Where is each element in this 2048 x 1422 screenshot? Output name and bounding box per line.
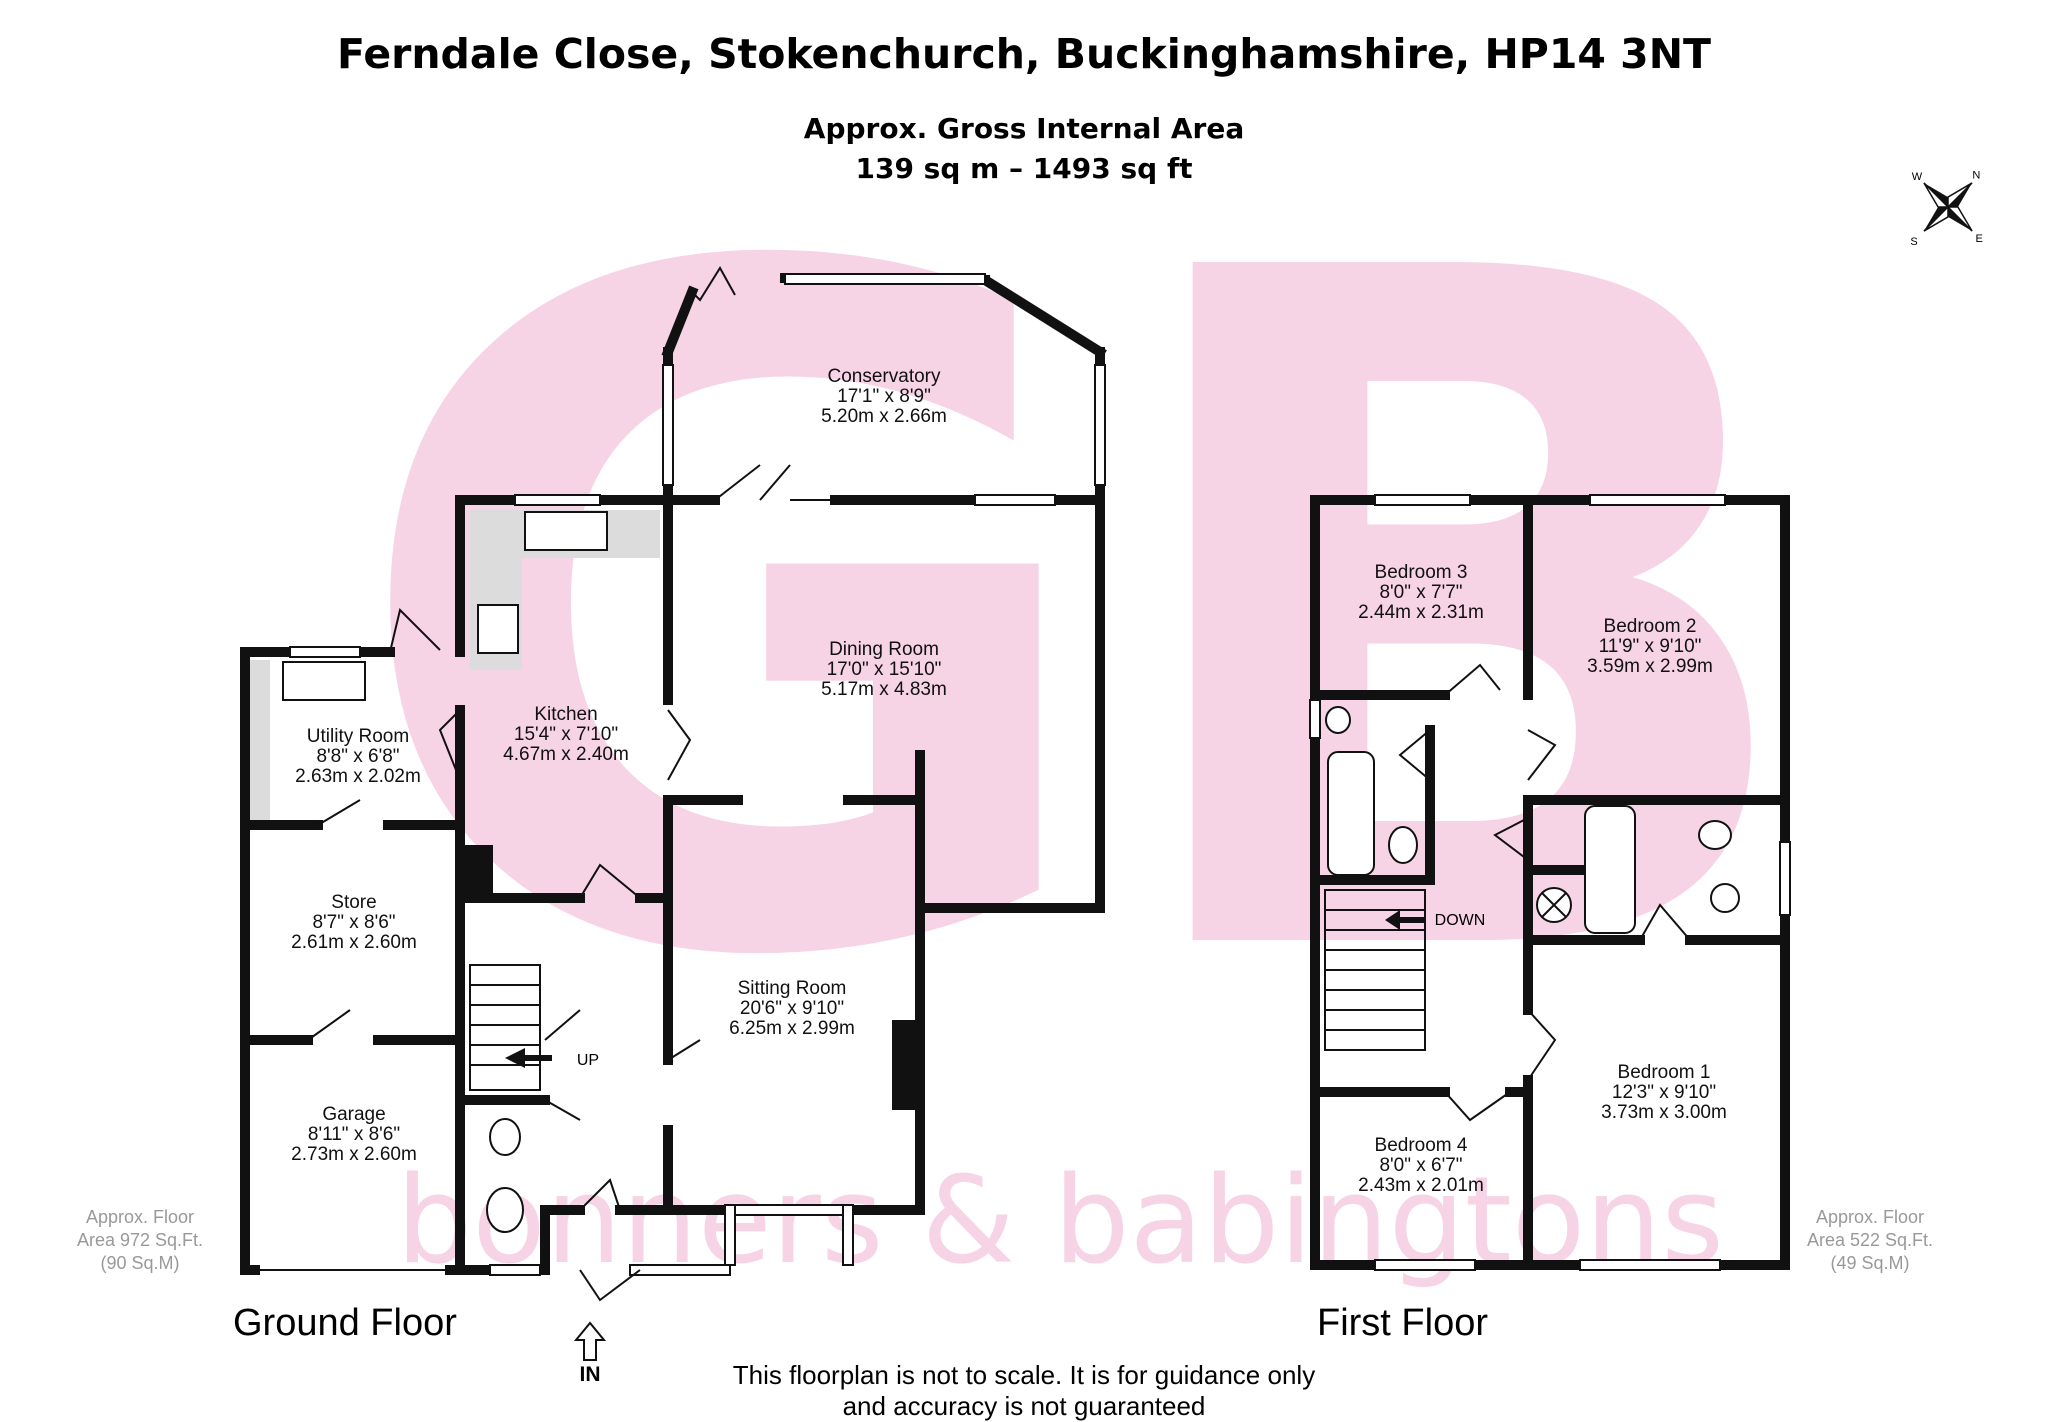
svg-text:17'0" x 15'10": 17'0" x 15'10" xyxy=(827,659,942,680)
svg-text:Bedroom 4: Bedroom 4 xyxy=(1375,1135,1468,1156)
svg-text:8'0" x 6'7": 8'0" x 6'7" xyxy=(1379,1155,1462,1176)
hob-icon xyxy=(477,604,519,654)
ground-floor-plan: Conservatory 17'1" x 8'9" 5.20m x 2.66m … xyxy=(240,266,1107,1386)
svg-text:Kitchen: Kitchen xyxy=(534,704,597,725)
svg-text:8'0" x 7'7": 8'0" x 7'7" xyxy=(1379,582,1462,603)
svg-text:3.59m x 2.99m: 3.59m x 2.99m xyxy=(1587,656,1713,677)
svg-text:2.63m x 2.02m: 2.63m x 2.02m xyxy=(295,766,421,787)
room-bedroom2: Bedroom 2 11'9" x 9'10" 3.59m x 2.99m xyxy=(1587,616,1713,677)
ensuite-toilet-icon xyxy=(1698,820,1732,850)
first-floor-label: First Floor xyxy=(1317,1302,1488,1344)
wc-basin-icon xyxy=(489,1118,521,1156)
gross-area-value: 139 sq m – 1493 sq ft xyxy=(855,152,1193,185)
disclaimer-line-1: This floorplan is not to scale. It is fo… xyxy=(732,1360,1316,1390)
svg-text:Dining Room: Dining Room xyxy=(829,639,939,660)
basin-icon xyxy=(1325,706,1351,734)
kitchen-sink-icon xyxy=(524,511,608,551)
room-utility: Utility Room 8'8" x 6'8" 2.63m x 2.02m xyxy=(295,726,421,787)
entrance-arrow-icon xyxy=(573,1321,607,1361)
first-floor-area-note: Approx. Floor Area 522 Sq.Ft. (49 Sq.M) xyxy=(1806,1207,1934,1273)
gross-area-label: Approx. Gross Internal Area xyxy=(803,112,1245,145)
svg-text:5.20m x 2.66m: 5.20m x 2.66m xyxy=(821,406,947,427)
svg-text:Bedroom 2: Bedroom 2 xyxy=(1604,616,1697,637)
toilet-icon xyxy=(1388,826,1418,864)
compass-w: W xyxy=(1912,171,1923,183)
page-title: Ferndale Close, Stokenchurch, Buckingham… xyxy=(337,30,1711,78)
room-bedroom3: Bedroom 3 8'0" x 7'7" 2.44m x 2.31m xyxy=(1358,562,1484,623)
svg-text:2.43m x 2.01m: 2.43m x 2.01m xyxy=(1358,1175,1484,1196)
compass-rose-icon: N S E W xyxy=(1910,170,1982,248)
svg-text:8'8" x 6'8": 8'8" x 6'8" xyxy=(316,746,399,767)
stair-up-arrow-icon xyxy=(505,1048,525,1068)
watermark: GB bonners & babingtons xyxy=(344,78,1816,1291)
svg-text:2.44m x 2.31m: 2.44m x 2.31m xyxy=(1358,602,1484,623)
room-store: Store 8'7" x 8'6" 2.61m x 2.60m xyxy=(291,892,417,953)
ensuite-bathtub-icon xyxy=(1584,805,1636,934)
room-sitting: Sitting Room 20'6" x 9'10" 6.25m x 2.99m xyxy=(729,978,855,1039)
compass-e: E xyxy=(1975,233,1982,245)
svg-text:Conservatory: Conservatory xyxy=(828,366,941,387)
svg-text:3.73m x 3.00m: 3.73m x 3.00m xyxy=(1601,1102,1727,1123)
wc-toilet-icon xyxy=(486,1187,524,1233)
svg-text:Sitting Room: Sitting Room xyxy=(738,978,847,999)
compass-n: N xyxy=(1972,170,1980,182)
first-floor-plan: Bedroom 3 8'0" x 7'7" 2.44m x 2.31m Bedr… xyxy=(1309,494,1791,1271)
svg-text:2.61m x 2.60m: 2.61m x 2.60m xyxy=(291,932,417,953)
compass-s: S xyxy=(1910,236,1917,248)
room-kitchen: Kitchen 15'4" x 7'10" 4.67m x 2.40m xyxy=(503,704,629,765)
svg-text:Utility Room: Utility Room xyxy=(307,726,409,747)
svg-text:Store: Store xyxy=(331,892,376,913)
room-garage: Garage 8'11" x 8'6" 2.73m x 2.60m xyxy=(291,1104,417,1165)
ensuite-basin-icon xyxy=(1710,883,1740,913)
svg-text:Bedroom 3: Bedroom 3 xyxy=(1375,562,1468,583)
watermark-monogram: GB xyxy=(344,78,1816,1160)
svg-text:15'4" x 7'10": 15'4" x 7'10" xyxy=(514,724,618,745)
stair-down-label: DOWN xyxy=(1435,912,1486,929)
svg-text:Bedroom 1: Bedroom 1 xyxy=(1618,1062,1711,1083)
room-conservatory: Conservatory 17'1" x 8'9" 5.20m x 2.66m xyxy=(821,366,947,427)
svg-text:6.25m x 2.99m: 6.25m x 2.99m xyxy=(729,1018,855,1039)
svg-text:8'11" x 8'6": 8'11" x 8'6" xyxy=(308,1124,400,1145)
svg-text:5.17m x 4.83m: 5.17m x 4.83m xyxy=(821,679,947,700)
room-bedroom1: Bedroom 1 12'3" x 9'10" 3.73m x 3.00m xyxy=(1601,1062,1727,1123)
ground-floor-label: Ground Floor xyxy=(233,1302,457,1344)
svg-text:20'6" x 9'10": 20'6" x 9'10" xyxy=(740,998,844,1019)
bathtub-icon xyxy=(1327,751,1375,876)
stair-up-label: UP xyxy=(577,1052,599,1069)
svg-text:11'9" x 9'10": 11'9" x 9'10" xyxy=(1599,636,1702,657)
svg-text:Garage: Garage xyxy=(322,1104,385,1125)
ground-floor-area-note: Approx. Floor Area 972 Sq.Ft. (90 Sq.M) xyxy=(76,1207,204,1273)
svg-text:2.73m x 2.60m: 2.73m x 2.60m xyxy=(291,1144,417,1165)
svg-text:12'3" x 9'10": 12'3" x 9'10" xyxy=(1612,1082,1716,1103)
entrance-label: IN xyxy=(580,1363,601,1386)
disclaimer-line-2: and accuracy is not guaranteed xyxy=(842,1391,1206,1421)
room-dining: Dining Room 17'0" x 15'10" 5.17m x 4.83m xyxy=(821,639,947,700)
svg-text:17'1" x 8'9": 17'1" x 8'9" xyxy=(837,386,931,407)
svg-text:4.67m x 2.40m: 4.67m x 2.40m xyxy=(503,744,629,765)
stair-down-arrow-icon xyxy=(1385,910,1400,930)
svg-text:8'7" x 8'6": 8'7" x 8'6" xyxy=(312,912,395,933)
utility-sink-icon xyxy=(282,661,366,701)
room-bedroom4: Bedroom 4 8'0" x 6'7" 2.43m x 2.01m xyxy=(1358,1135,1484,1196)
